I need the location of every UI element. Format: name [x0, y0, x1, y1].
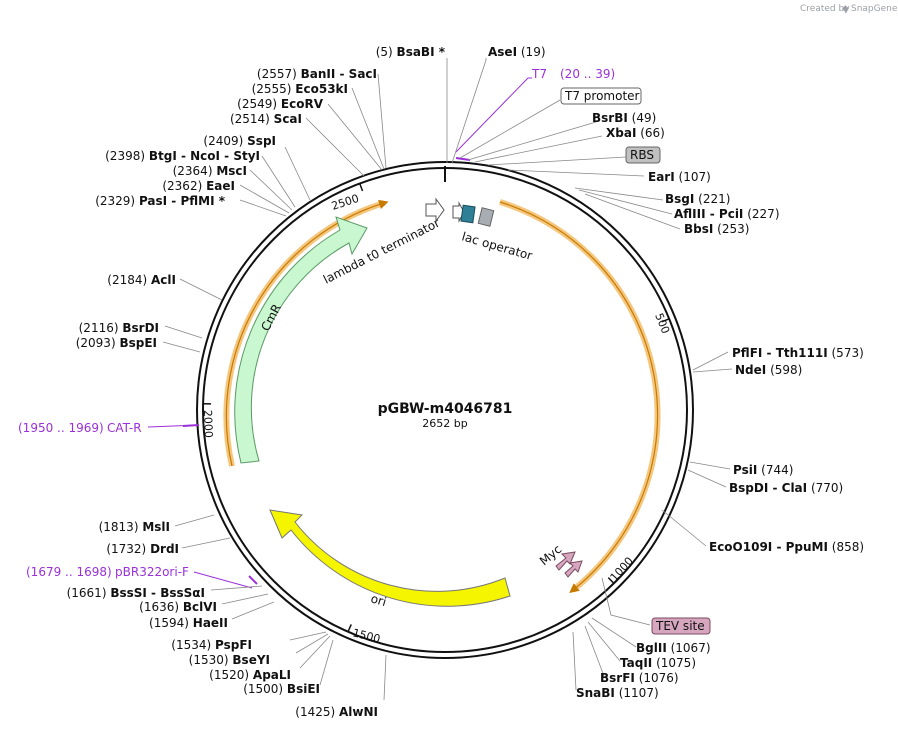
- site-sspi: (2409) SspI: [203, 134, 276, 148]
- site-drdi: (1732) DrdI: [106, 542, 179, 556]
- site-scai: (2514) ScaI: [230, 112, 302, 126]
- lac-operator-box: [460, 204, 476, 224]
- lac-operator-label: lac operator: [460, 229, 534, 263]
- site-pspfi: (1534) PspFI: [171, 638, 252, 652]
- credit-brand: SnapGene: [851, 4, 898, 14]
- site-bsssi: (1661) BssSI - BssSαI: [67, 586, 205, 600]
- scale-tick-label-1500: 1500: [351, 626, 381, 645]
- site-bsabi: (5) BsaBI *: [376, 45, 446, 59]
- leader-lines: [162, 58, 733, 701]
- site-bsiei: (1500) BsiEI: [243, 682, 320, 696]
- site-ndei: NdeI (598): [735, 363, 802, 377]
- plasmid-name: pGBW-m4046781: [378, 401, 513, 417]
- primer-t7-range: (20 .. 39): [560, 67, 615, 81]
- site-alwni: (1425) AlwNI: [295, 705, 378, 719]
- site-asei: AseI (19): [488, 45, 546, 59]
- site-bclvi: (1636) BclVI: [139, 600, 217, 614]
- site-acli: (2184) AclI: [107, 273, 176, 287]
- cmr-arrow: [234, 216, 368, 464]
- restriction-sites: (5) BsaBI * AseI (19) BsrBI (49)XbaI (66) E…: [67, 45, 864, 719]
- site-banii: (2557) BanII - SacI: [257, 67, 377, 81]
- site-snabi: SnaBI (1107): [576, 686, 659, 700]
- primers: [147, 77, 532, 589]
- scale-tick-1500: [347, 624, 352, 633]
- ori-label: ori: [369, 591, 388, 609]
- ori-arrow: [269, 509, 511, 607]
- snapgene-logo-icon: ◆: [842, 4, 849, 14]
- scale-tick-1000: [607, 577, 615, 584]
- primer-t7-name: T7: [531, 67, 547, 81]
- t7-promoter-tag: T7 promoter: [560, 87, 642, 105]
- site-taqii: TaqII (1075): [620, 656, 696, 670]
- primer-pbr-name: pBR322ori-F: [115, 565, 189, 579]
- scale-tick-label-1000: 1000: [608, 555, 636, 585]
- site-bseyi: (1530) BseYI: [189, 653, 270, 667]
- primer-pbr-range: (1679 .. 1698): [26, 565, 112, 579]
- tev-site-tag: TEV site: [651, 617, 711, 635]
- rbs-label: RBS: [630, 148, 654, 162]
- cmr-label: CmR: [258, 302, 284, 334]
- scale-tick-500: [661, 318, 670, 323]
- site-eari: EarI (107): [648, 170, 711, 184]
- site-psii: PsiI (744): [733, 463, 793, 477]
- site-ecoo109i: EcoO109I - PpuMI (858): [709, 540, 864, 554]
- site-pflfi: PflFI - Tth111I (573): [732, 346, 864, 360]
- site-bsrdi: (2116) BsrDI: [79, 321, 159, 335]
- site-apali: (1520) ApaLI: [209, 668, 291, 682]
- site-bsrfi: BsrFI (1076): [600, 671, 679, 685]
- site-afliii: AflIII - PciI (227): [674, 207, 780, 221]
- site-bglii: BglII (1067): [636, 641, 711, 655]
- site-bsgi: BsgI (221): [665, 192, 730, 206]
- site-eco53ki: (2555) Eco53kI: [252, 82, 348, 96]
- primer-catr-name: CAT-R: [107, 421, 142, 435]
- tev-arrow: [564, 560, 583, 578]
- site-btgi: (2398) BtgI - NcoI - StyI: [105, 149, 260, 163]
- myc-arrow: [555, 551, 576, 571]
- plasmid-length: 2652 bp: [422, 417, 467, 430]
- site-pasi: (2329) PasI - PflMI *: [95, 194, 226, 208]
- terminator-arrow-icon: [425, 197, 445, 223]
- site-bspei: (2093) BspEI: [76, 336, 157, 350]
- site-bsrbi: BsrBI (49): [592, 111, 656, 125]
- site-msci: (2364) MscI: [173, 164, 247, 178]
- rbs-box: [477, 207, 495, 227]
- site-msli: (1813) MslI: [99, 520, 170, 534]
- scale-tick-label-2000: 2000: [201, 410, 215, 438]
- credit-prefix: Created by: [800, 4, 850, 14]
- primer-catr-range: (1950 .. 1969): [18, 421, 104, 435]
- scale-tick-label-500: 500: [652, 311, 672, 335]
- site-xbai: XbaI (66): [606, 126, 665, 140]
- site-ecorv: (2549) EcoRV: [237, 97, 324, 111]
- rbs-tag: RBS: [625, 146, 661, 164]
- t7-promoter-label: T7 promoter: [564, 89, 640, 103]
- backbone: [196, 161, 694, 659]
- scale-tick-2500: [359, 183, 364, 192]
- site-bspdi: BspDI - ClaI (770): [729, 481, 843, 495]
- tev-site-label: TEV site: [655, 619, 705, 633]
- site-bbsi: BbsI (253): [684, 222, 749, 236]
- site-eaei: (2362) EaeI: [162, 179, 235, 193]
- site-haeii: (1594) HaeII: [149, 616, 228, 630]
